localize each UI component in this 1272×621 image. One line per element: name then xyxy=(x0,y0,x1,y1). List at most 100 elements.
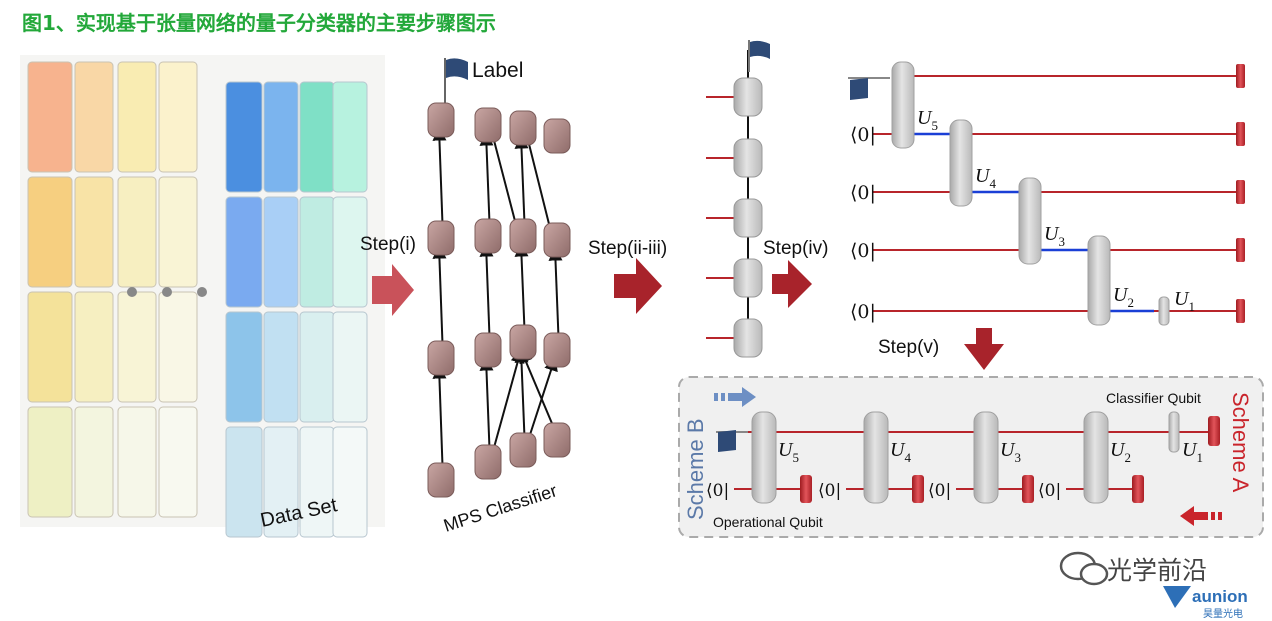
ket-zero-label: ⟨0| xyxy=(850,240,876,262)
mps-node xyxy=(474,444,502,480)
scheme-a-arrow xyxy=(1180,506,1222,526)
chain-node xyxy=(733,198,763,238)
dataset-tile xyxy=(117,406,157,518)
dataset-tile xyxy=(74,291,114,403)
ket-zero-label: ⟨0| xyxy=(850,301,876,323)
dataset-tile xyxy=(158,61,198,173)
operational-qubit-label: Operational Qubit xyxy=(713,514,823,530)
dataset-tile xyxy=(27,176,73,288)
measurement-block xyxy=(1236,299,1245,323)
unitary-label: U2 xyxy=(1113,284,1134,310)
mps-node xyxy=(543,222,571,258)
mps-link xyxy=(432,244,447,359)
dataset-tile xyxy=(225,81,263,193)
mps-link xyxy=(432,364,447,481)
chain-node xyxy=(733,318,763,358)
dataset-tile xyxy=(332,81,368,193)
step-i-arrow xyxy=(372,264,414,316)
unitary-gate xyxy=(1168,411,1180,453)
mps-link xyxy=(479,242,494,351)
dataset-tile xyxy=(332,196,368,308)
unitary-gate xyxy=(949,119,973,207)
mps-link xyxy=(432,126,447,239)
measurement-block xyxy=(1022,475,1034,503)
unitary-label: U4 xyxy=(975,165,996,191)
unitary-gate xyxy=(973,411,999,504)
measurement-block xyxy=(800,475,812,503)
mps-node xyxy=(474,218,502,254)
dataset-tile xyxy=(27,61,73,173)
label-flag-text: Label xyxy=(472,59,523,82)
dataset-tile xyxy=(299,311,335,423)
scheme-box: Classifier Qubit Operational Qubit Schem… xyxy=(678,376,1264,538)
step-i-label: Step(i) xyxy=(360,234,416,255)
dataset-tile xyxy=(74,176,114,288)
brand-text: aunion xyxy=(1192,587,1248,606)
dataset-tile xyxy=(225,196,263,308)
dataset-tile xyxy=(158,176,198,288)
ket-zero-label: ⟨0| xyxy=(818,481,841,501)
measurement-block xyxy=(1236,238,1245,262)
scheme-b-label: Scheme B xyxy=(683,419,708,521)
dataset-tile xyxy=(225,311,263,423)
step-ii-iii-arrow xyxy=(614,258,662,314)
ket-zero-label: ⟨0| xyxy=(850,182,876,204)
mps-node xyxy=(509,218,537,254)
dataset-tile xyxy=(263,81,299,193)
top-flag xyxy=(848,77,890,100)
ket-zero-label: ⟨0| xyxy=(706,481,729,501)
ellipsis-dots xyxy=(127,287,207,297)
dataset-tile xyxy=(74,406,114,518)
unitary-label: U5 xyxy=(917,107,938,133)
mps-node xyxy=(427,102,455,138)
dataset-tile xyxy=(158,406,198,518)
unitary-gate xyxy=(1158,296,1170,326)
step-iv: Step(iv) xyxy=(763,238,828,308)
step-v-arrow xyxy=(964,328,1004,370)
qubit-chain xyxy=(706,40,770,358)
measurement-block xyxy=(1208,416,1220,446)
label-flag: Label xyxy=(444,58,523,104)
chain-flag xyxy=(748,40,770,72)
aunion-logo: aunion 昊量光电 xyxy=(1163,586,1248,620)
dataset-tile xyxy=(263,426,299,538)
measurement-block xyxy=(1236,64,1245,88)
unitary-gate xyxy=(863,411,889,504)
ket-zero-label: ⟨0| xyxy=(928,481,951,501)
scheme-b-arrow xyxy=(714,387,756,407)
dataset-tile xyxy=(117,61,157,173)
brand-subtext: 昊量光电 xyxy=(1203,607,1243,620)
step-ii-iii: Step(ii-iii) xyxy=(588,238,667,314)
ket-zero-label: ⟨0| xyxy=(850,124,876,146)
mps-node xyxy=(543,332,571,368)
chain-node xyxy=(733,77,763,117)
ket-zero-label: ⟨0| xyxy=(1038,481,1061,501)
wechat-logo xyxy=(1059,551,1109,586)
dataset-tile xyxy=(117,291,157,403)
mps-node xyxy=(509,324,537,360)
unitary-gate xyxy=(1018,177,1042,265)
step-v: Step(v) xyxy=(878,328,1004,370)
mps-classifier-label: MPS Classifier xyxy=(441,480,559,535)
mps-node xyxy=(474,107,502,143)
measurement-block xyxy=(1132,475,1144,503)
dataset-tile xyxy=(225,426,263,538)
unitary-label: U3 xyxy=(1044,223,1065,249)
dataset-tile xyxy=(332,426,368,538)
unitary-gate xyxy=(751,411,777,504)
chain-node xyxy=(733,138,763,178)
dataset-tile xyxy=(27,291,73,403)
bottom-flag xyxy=(716,430,748,452)
scheme-a-label: Scheme A xyxy=(1228,392,1253,493)
mps-link xyxy=(489,348,525,463)
mps-node xyxy=(509,432,537,468)
step-ii-iii-label: Step(ii-iii) xyxy=(588,238,667,259)
measurement-block xyxy=(912,475,924,503)
dataset-tile xyxy=(332,311,368,423)
step-i: Step(i) xyxy=(360,234,416,316)
dataset-tile xyxy=(263,196,299,308)
dataset-tile xyxy=(158,291,198,403)
step-iv-label: Step(iv) xyxy=(763,238,828,259)
